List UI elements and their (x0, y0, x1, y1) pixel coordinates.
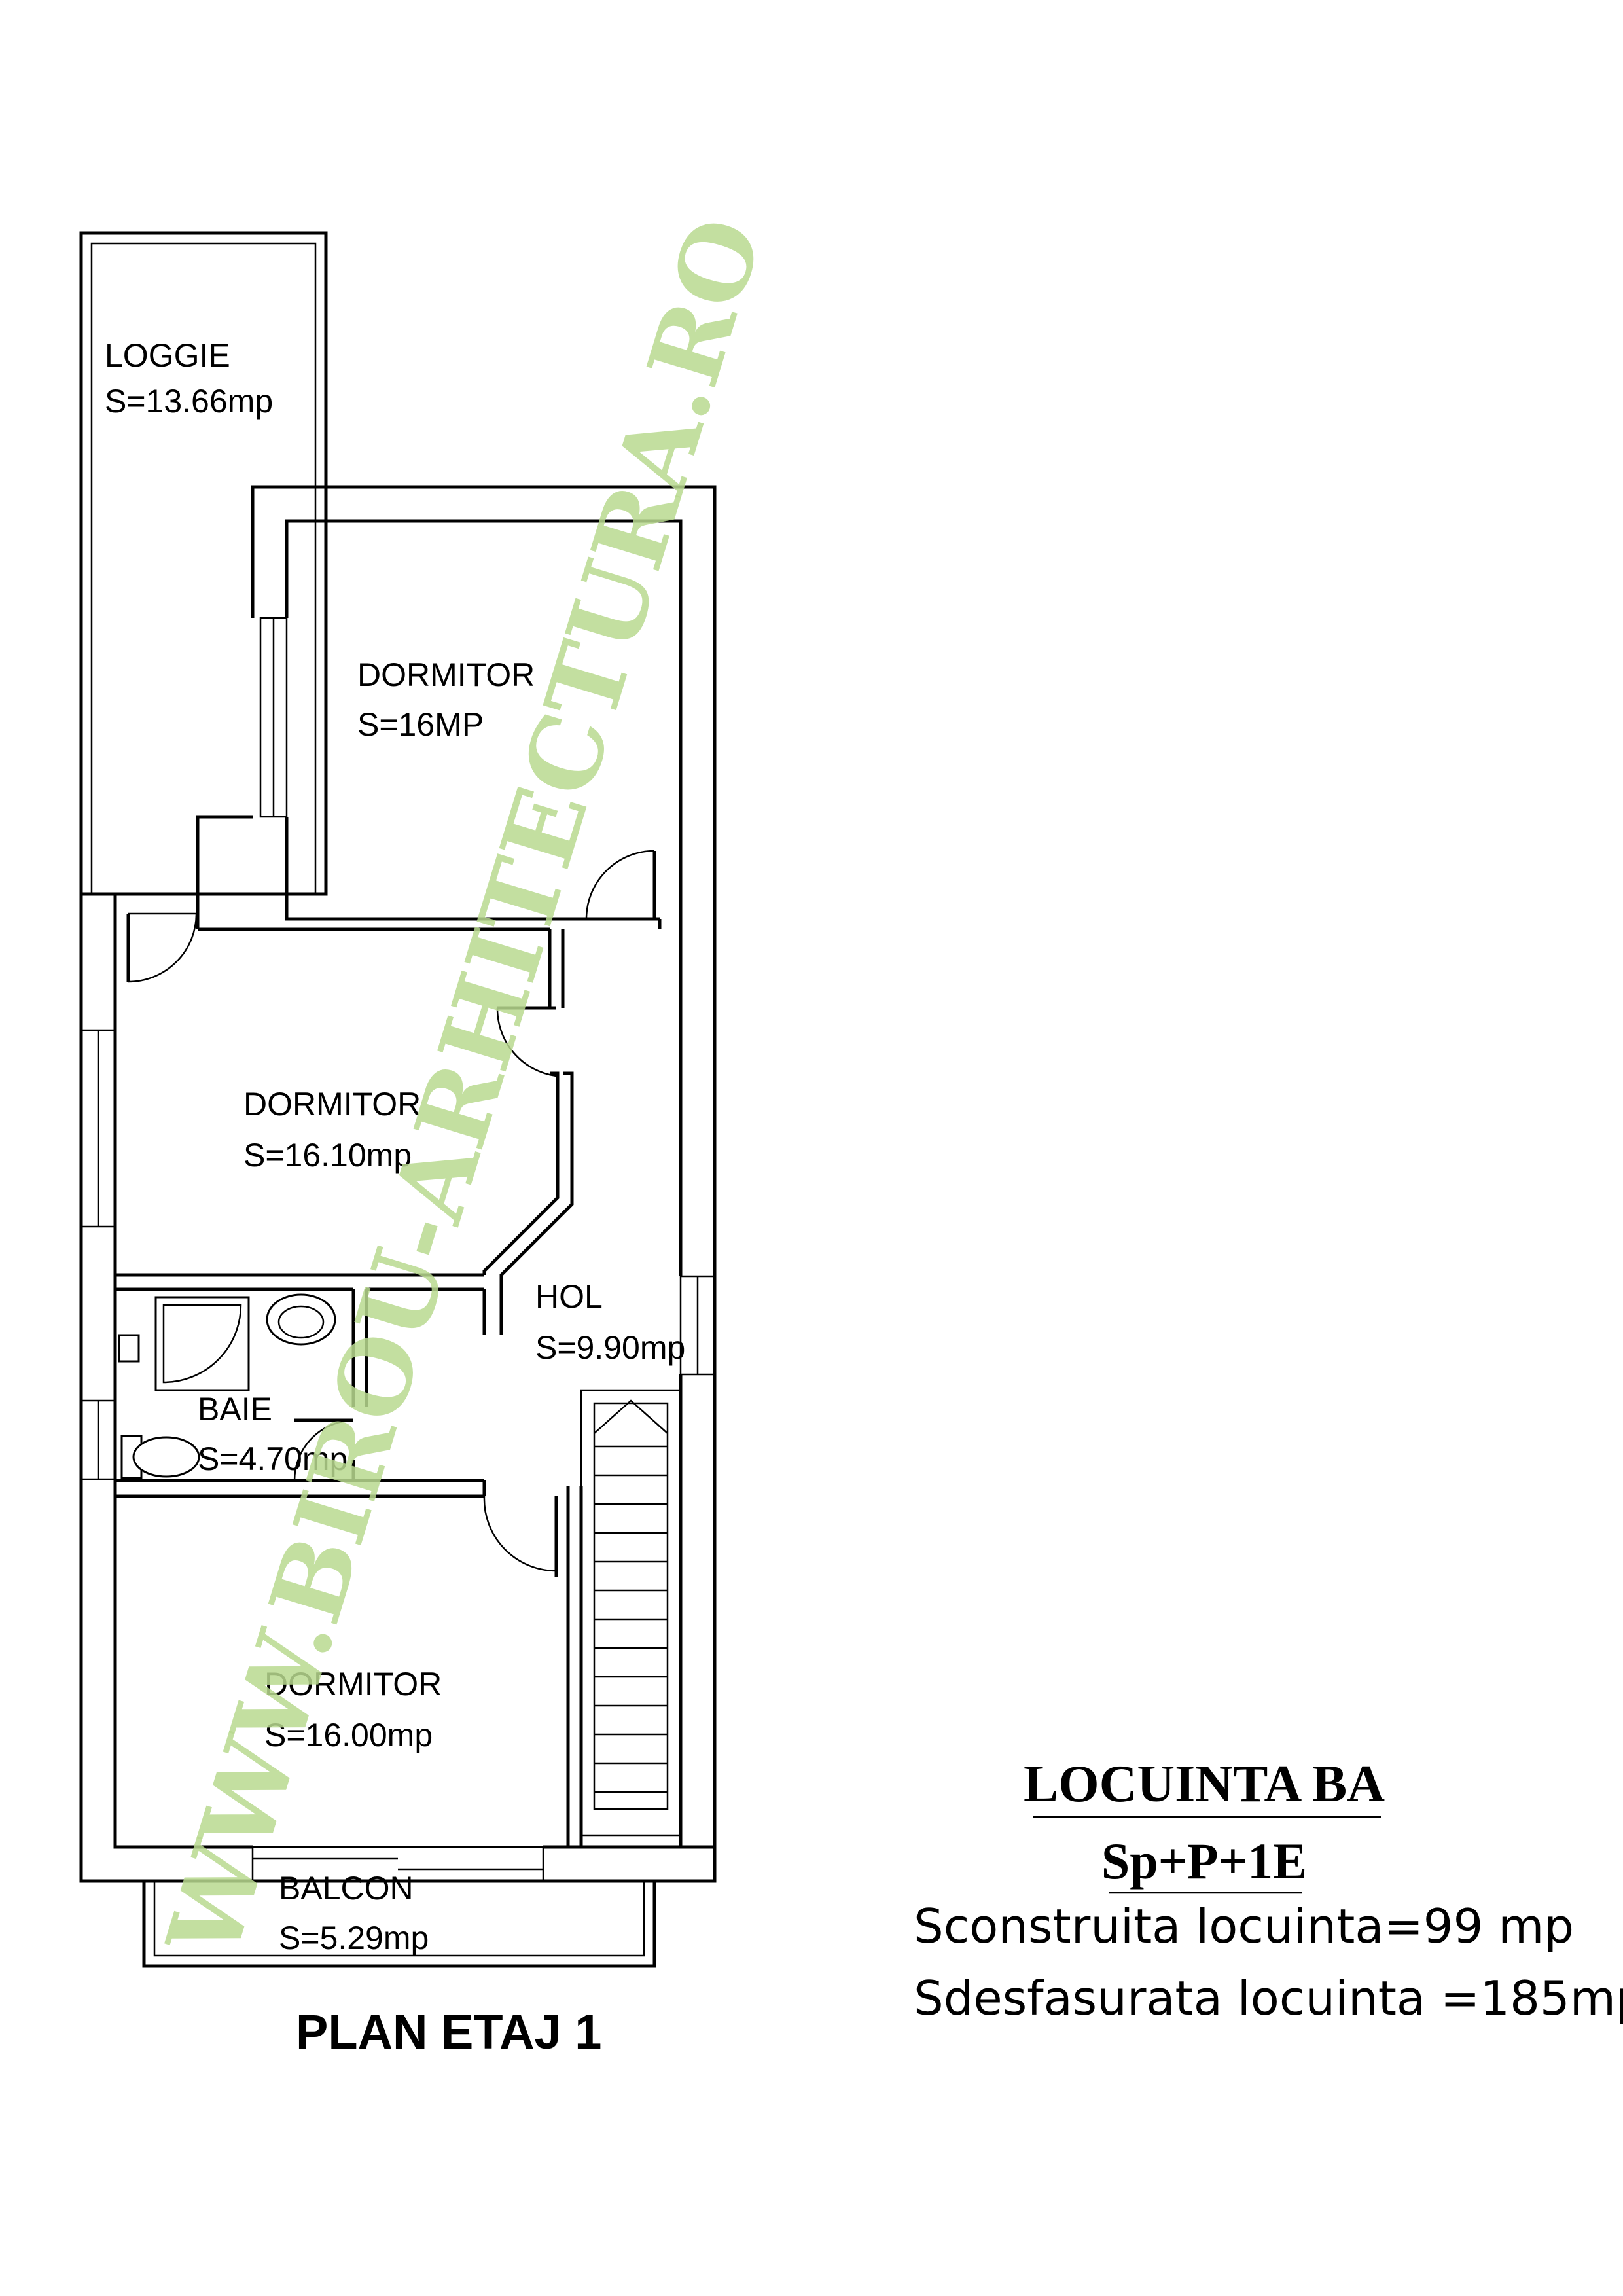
built-area: Sconstruita locuinta=99 mp (914, 1899, 1574, 1954)
door-top-bedroom (585, 850, 656, 920)
room-label-bath: BAIE S=4.70mp (198, 1391, 348, 1477)
room-label-hall: HOL S=9.90mp (535, 1278, 685, 1366)
svg-text:S=16.00mp: S=16.00mp (264, 1717, 433, 1753)
balcony-outline (142, 1881, 656, 1968)
room-label-bedroom-bottom: DORMITOR S=16.00mp (264, 1666, 442, 1753)
window-middle-bedroom (80, 1029, 116, 1228)
door-middle-bedroom-left (126, 912, 198, 983)
svg-text:S=9.90mp: S=9.90mp (535, 1329, 685, 1366)
bottom-bedroom-walls (566, 1486, 583, 1847)
watermark: WWW.BIROU-ARHITECTURA.RO (145, 206, 785, 1972)
window-bath (80, 1399, 116, 1480)
window-top-bedroom (259, 617, 288, 818)
door-bottom-bedroom (483, 1496, 558, 1577)
room-label-balcony: BALCON S=5.29mp (279, 1870, 429, 1956)
room-label-bedroom-middle: DORMITOR S=16.10mp (243, 1086, 421, 1174)
svg-text:BAIE: BAIE (198, 1391, 272, 1427)
svg-text:S=5.29mp: S=5.29mp (279, 1920, 429, 1956)
svg-text:S=4.70mp: S=4.70mp (198, 1441, 348, 1477)
toilet (120, 1435, 200, 1479)
window-hall (679, 1275, 716, 1376)
door-bath (293, 1418, 354, 1481)
room-label-bedroom-top: DORMITOR S=16MP (357, 656, 535, 743)
developed-area: Sdesfasurata locuinta =185mp (914, 1971, 1623, 2026)
svg-text:S=16MP: S=16MP (357, 706, 484, 743)
balcony-door (251, 1846, 544, 1882)
svg-text:DORMITOR: DORMITOR (243, 1086, 421, 1122)
svg-text:BALCON: BALCON (279, 1870, 414, 1907)
washbasin (266, 1293, 336, 1346)
svg-text:DORMITOR: DORMITOR (264, 1666, 442, 1702)
room-label-loggie: LOGGIE S=13.66mp (105, 337, 273, 420)
staircase (580, 1389, 682, 1837)
svg-text:S=16.10mp: S=16.10mp (243, 1137, 412, 1174)
project-title: LOCUINTA BA (1024, 1755, 1385, 1813)
svg-text:LOGGIE: LOGGIE (105, 337, 230, 374)
svg-text:S=13.66mp: S=13.66mp (105, 383, 273, 420)
project-levels: Sp+P+1E (1101, 1833, 1307, 1890)
plan-title: PLAN ETAJ 1 (296, 2005, 601, 2059)
radiator (118, 1334, 140, 1363)
loggie-outline (79, 231, 328, 896)
svg-text:DORMITOR: DORMITOR (357, 656, 535, 693)
door-middle-bedroom-right (496, 1006, 557, 1077)
svg-text:HOL: HOL (535, 1278, 603, 1315)
project-info: LOCUINTA BA Sp+P+1E Sconstruita locuinta… (914, 1755, 1623, 2026)
bath-walls (115, 1460, 486, 1498)
shower-tray (154, 1296, 250, 1391)
middle-bedroom-walls (115, 1071, 574, 1407)
